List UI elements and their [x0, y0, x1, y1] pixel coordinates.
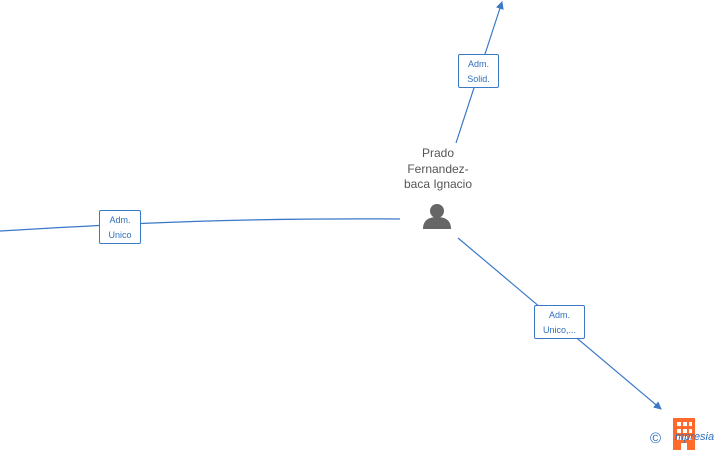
edge-label-solid-line-1: Adm.: [467, 59, 489, 69]
edge-label-unico-more-line-1: Adm.: [548, 310, 570, 320]
brand-logo: © mpresia: [650, 418, 728, 450]
edge-label-unico-line-1: Adm.: [109, 215, 131, 225]
person-name[interactable]: Prado Fernandez- baca Ignacio: [378, 146, 498, 193]
brand-text: mpresia: [675, 431, 715, 443]
edge-label-unico-more-line-2: Unico,...: [542, 325, 576, 335]
person-icon[interactable]: [423, 204, 451, 229]
edge-label-solid-line-2: Solid.: [467, 74, 490, 84]
edge-label-unico-line-2: Unico: [108, 230, 132, 240]
edge-label-unico[interactable]: Adm. Unico: [99, 210, 141, 244]
person-name-line-1: Prado: [421, 146, 455, 160]
building-icon: [673, 418, 695, 450]
edge-line-unico: [0, 218, 401, 232]
copyright-symbol: ©: [650, 430, 662, 447]
person-name-line-3: baca Ignacio: [403, 177, 473, 191]
edge-label-unico-more[interactable]: Adm. Unico,...: [534, 305, 585, 339]
edge-label-solid[interactable]: Adm. Solid.: [458, 54, 499, 88]
person-name-line-2: Fernandez-: [407, 161, 469, 176]
